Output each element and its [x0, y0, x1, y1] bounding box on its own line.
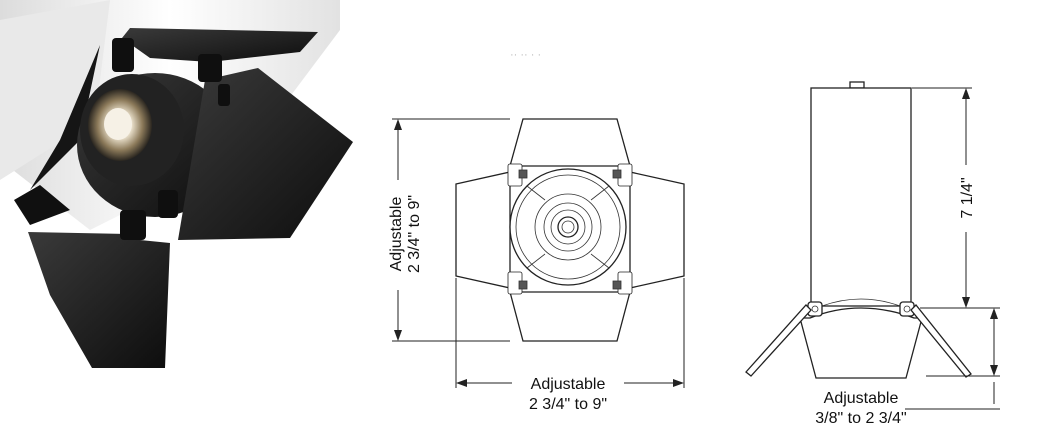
- front-door-right: [629, 171, 685, 289]
- barn-door-bottom: [28, 232, 170, 368]
- front-door-bottom: [509, 291, 631, 342]
- barn-door-right: [178, 68, 353, 240]
- front-door-left: [455, 171, 511, 289]
- side-view-drawing: 7 1/4" Adjustable 3/8" to 2 3/4": [745, 81, 1000, 427]
- side-door-right: [910, 304, 972, 378]
- front-width-dimension: Adjustable 2 3/4" to 9": [455, 278, 685, 413]
- side-door-dimension: Adjustable 3/8" to 2 3/4": [815, 308, 1000, 427]
- front-lens: [557, 216, 579, 238]
- front-height-label-line1: Adjustable: [388, 197, 405, 272]
- front-height-label-line2: 2 3/4" to 9": [406, 195, 423, 273]
- front-view-drawing: ·· ·· · ·: [388, 49, 685, 413]
- side-height-dimension: 7 1/4": [912, 87, 1000, 309]
- side-door-label-line1: Adjustable: [824, 390, 899, 407]
- side-door-left: [745, 304, 812, 377]
- side-body: [810, 87, 912, 307]
- front-height-dimension: Adjustable 2 3/4" to 9": [388, 118, 510, 342]
- side-bottom-cup: [799, 307, 923, 379]
- front-door-top: [509, 118, 631, 167]
- product-render: [0, 0, 353, 368]
- front-width-label-line2: 2 3/4" to 9": [529, 396, 607, 413]
- barn-door-top: [122, 28, 318, 62]
- front-width-label-line1: Adjustable: [531, 376, 606, 393]
- front-hinges: [507, 163, 633, 295]
- side-height-label: 7 1/4": [959, 177, 976, 218]
- svg-text:·· ·· · ·: ·· ·· · ·: [510, 49, 541, 61]
- side-door-label-line2: 3/8" to 2 3/4": [815, 410, 906, 427]
